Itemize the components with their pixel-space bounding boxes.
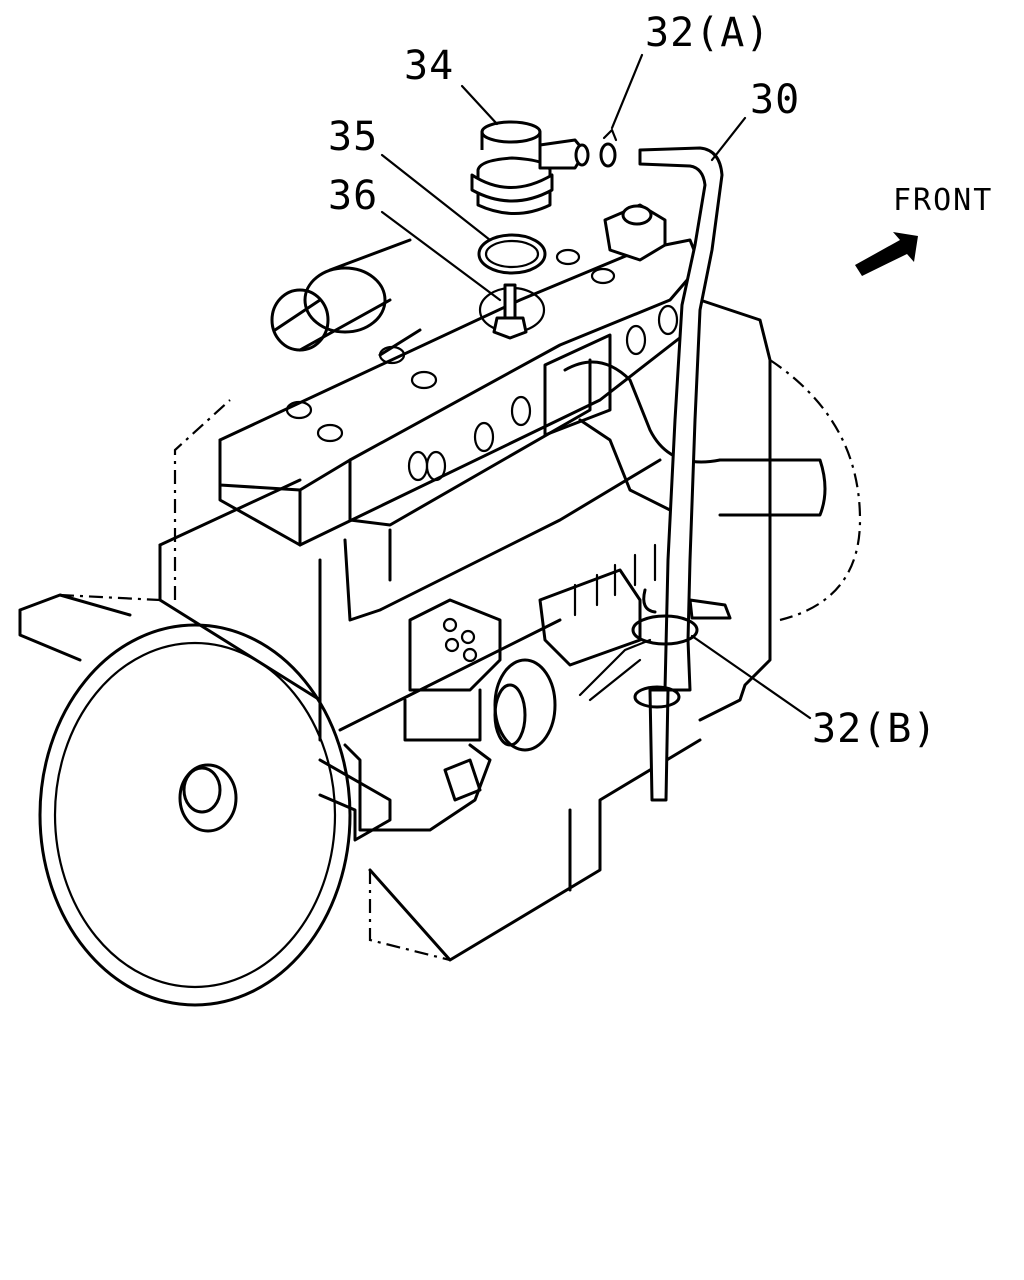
- flywheel-housing: [18, 593, 392, 1007]
- breather-valve-34: [470, 120, 590, 215]
- head-ports: [285, 248, 679, 482]
- front-arrow-icon: [855, 232, 918, 276]
- lower-accessories: [343, 543, 657, 832]
- engine-block: [158, 238, 862, 962]
- clip-32a: [599, 128, 618, 168]
- gasket-35: [477, 233, 547, 275]
- callout-34: 34: [404, 43, 455, 89]
- intake-tube: [270, 238, 422, 357]
- oil-filler-cap: [603, 203, 667, 262]
- callout-32b: 32(B): [812, 706, 938, 752]
- bolt-36: [492, 283, 528, 340]
- callout-35: 35: [328, 114, 379, 160]
- leader-lines: [380, 53, 812, 720]
- callout-36: 36: [328, 173, 379, 219]
- clamp-32b: [631, 588, 732, 646]
- front-label: FRONT: [893, 183, 994, 218]
- callout-30: 30: [750, 77, 801, 123]
- callout-32a: 32(A): [645, 10, 771, 56]
